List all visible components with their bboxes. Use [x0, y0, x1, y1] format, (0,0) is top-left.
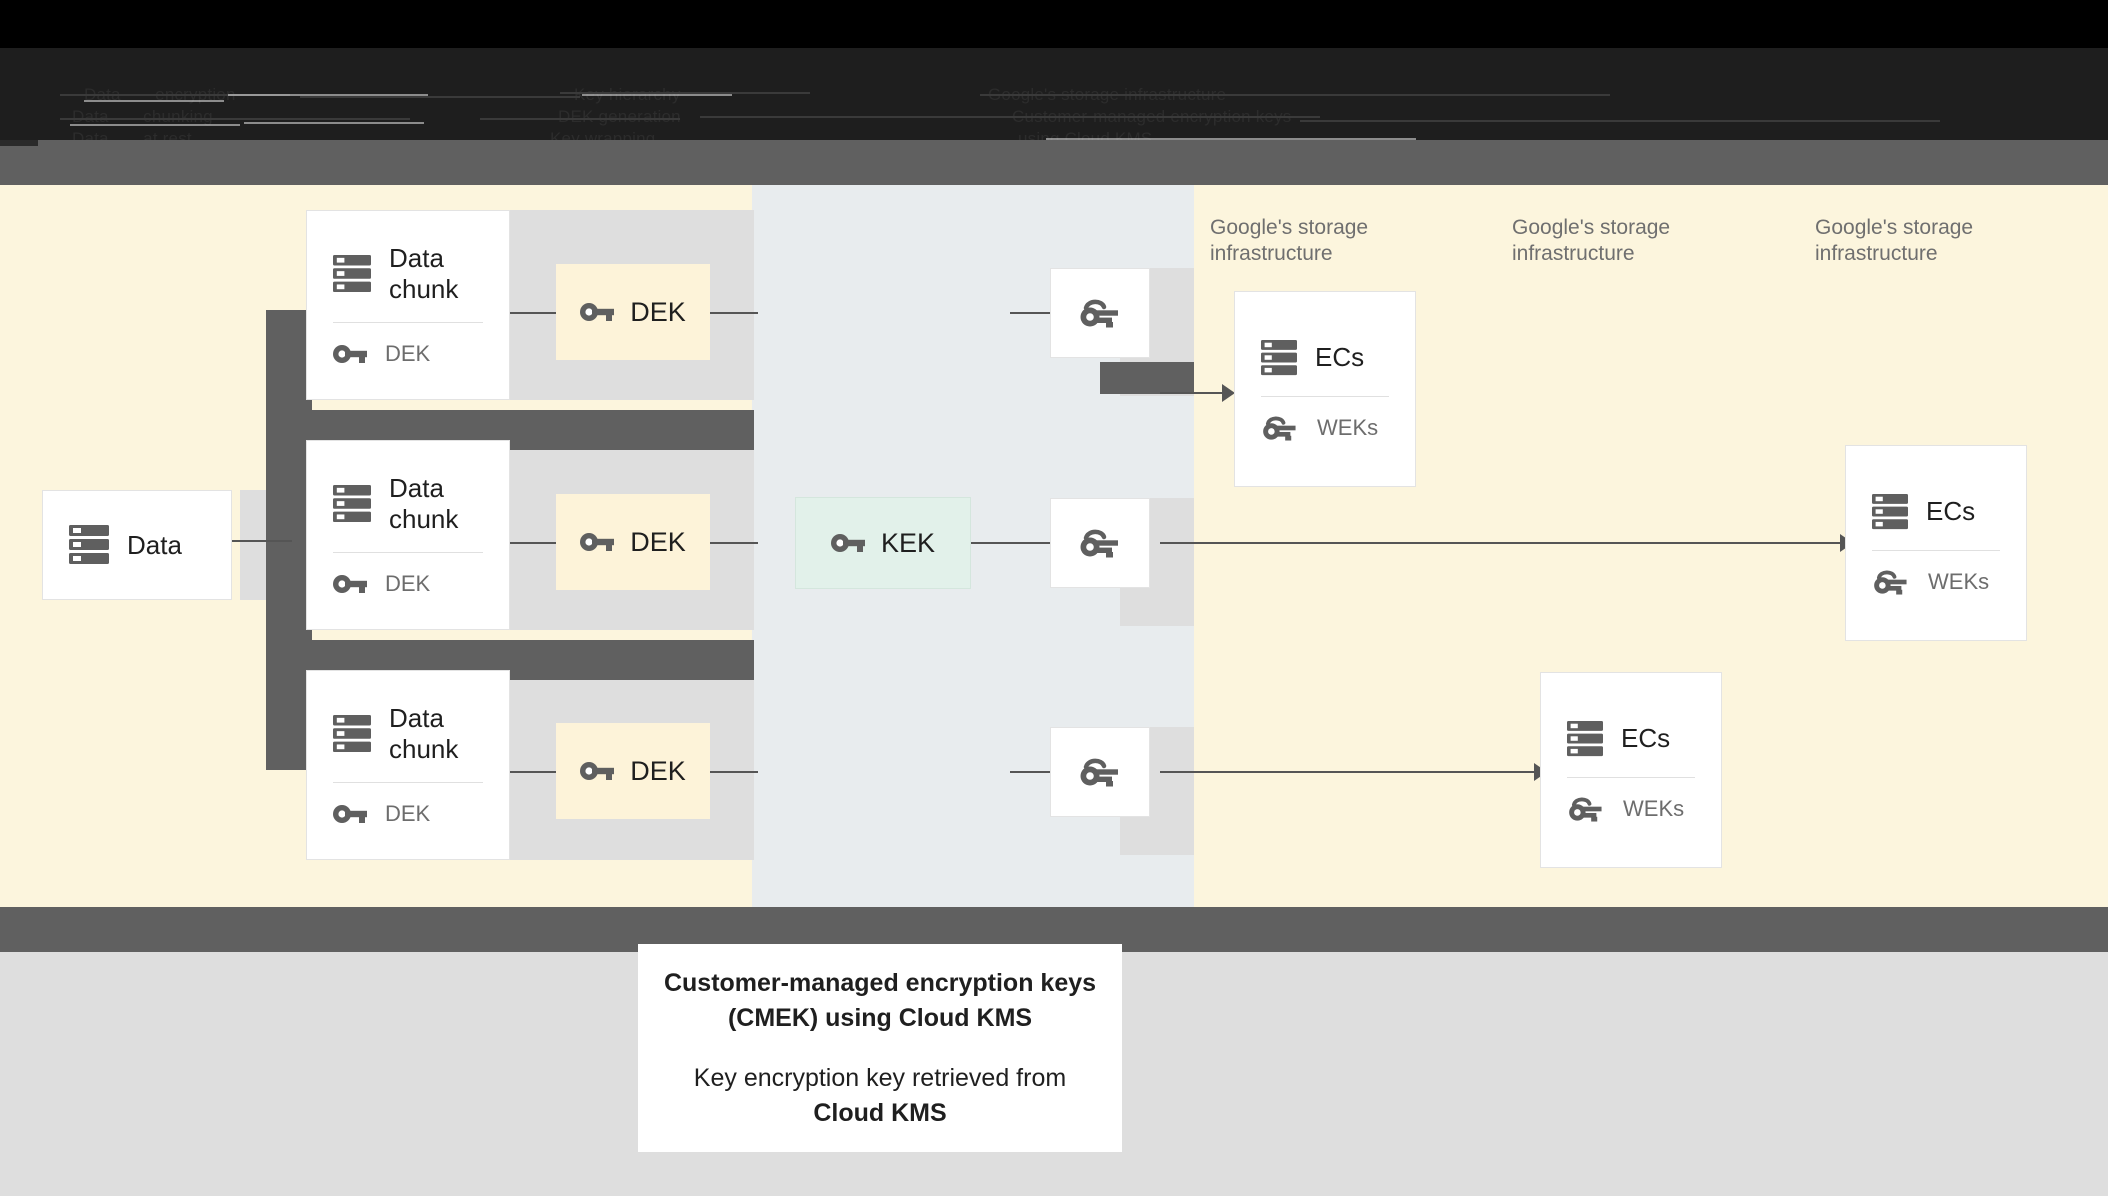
region-caption-1: Google's storage infrastructure — [1210, 216, 1369, 265]
line-into-wek1 — [1010, 312, 1050, 314]
line-dek3-out — [710, 771, 758, 773]
chip-dek-1[interactable]: DEK — [556, 264, 710, 360]
chunk-2-row: Data chunk — [307, 473, 509, 534]
line-dek1-out — [710, 312, 758, 314]
line-chunk2-to-dek2 — [510, 542, 574, 544]
ecs-3-key-label: WEKs — [1928, 568, 1990, 594]
wrapped-key-icon — [1078, 298, 1122, 328]
chunk-2-divider — [333, 552, 483, 554]
line-data-to-spine — [228, 540, 292, 542]
chip-dek-3[interactable]: DEK — [556, 723, 710, 819]
chunk-3-divider — [333, 782, 483, 784]
card-data-chunk-1[interactable]: Data chunk DEK — [306, 210, 510, 400]
arrow-line-2 — [1160, 542, 1844, 544]
keycard-wek-3[interactable] — [1050, 727, 1150, 817]
ecs-1-label: ECs — [1315, 342, 1365, 373]
ecs-3-divider — [1872, 549, 2000, 551]
caption-subtitle: Key encryption key retrieved from Cloud … — [694, 1061, 1066, 1130]
storage-icon — [333, 253, 371, 295]
key-icon — [830, 533, 865, 553]
chunk-3-key-row: DEK — [307, 801, 509, 827]
header-black-bar — [0, 0, 2108, 48]
ecs-3-row: ECs — [1846, 492, 2026, 532]
card-ecs-1[interactable]: ECs WEKs — [1234, 291, 1416, 487]
ecs-2-divider — [1567, 776, 1695, 778]
card-data-chunk-2[interactable]: Data chunk DEK — [306, 440, 510, 630]
header-obscured-text-area: Data encryption Data chunking Data at re… — [0, 48, 2108, 148]
chip-kek[interactable]: KEK — [795, 497, 971, 589]
key-icon — [333, 804, 367, 824]
chip-dek-3-label: DEK — [630, 755, 686, 786]
storage-icon — [333, 483, 371, 525]
line-dek2-out — [710, 542, 758, 544]
caption-title: Customer-managed encryption keys (CMEK) … — [663, 969, 1097, 1032]
ecs-1-divider — [1261, 395, 1389, 397]
line-kek-to-wek2 — [968, 542, 1050, 544]
card-ecs-2[interactable]: ECs WEKs — [1540, 672, 1722, 868]
wrapped-key-icon — [1567, 796, 1605, 822]
chunk-1-label: Data chunk — [389, 242, 459, 304]
region-caption-2: Google's storage infrastructure — [1512, 216, 1671, 265]
wrapped-key-icon — [1872, 569, 1910, 595]
storage-icon — [1567, 719, 1603, 759]
chunk-1-divider — [333, 322, 483, 324]
line-chunk3-to-dek3 — [510, 771, 574, 773]
top-divider-band — [0, 140, 2108, 185]
arrow-head-1 — [1222, 384, 1235, 402]
key-icon — [333, 344, 367, 364]
storage-icon — [69, 523, 109, 567]
ecs-1-row: ECs — [1235, 338, 1415, 378]
ecs-3-key-row: WEKs — [1846, 569, 2026, 595]
key-icon — [580, 532, 615, 552]
dark-bar-wek-1 — [1100, 362, 1194, 394]
ecs-2-row: ECs — [1541, 719, 1721, 759]
chip-dek-1-label: DEK — [630, 296, 686, 327]
wrapped-key-icon — [1261, 415, 1299, 441]
header-text-mid-2: DEK generation — [558, 107, 681, 126]
card-data-chunk-3[interactable]: Data chunk DEK — [306, 670, 510, 860]
wrapped-key-icon — [1078, 528, 1122, 558]
chip-dek-2[interactable]: DEK — [556, 494, 710, 590]
storage-icon — [1872, 492, 1908, 532]
chunk-1-key-label: DEK — [385, 341, 431, 367]
chunk-2-label: Data chunk — [389, 472, 459, 534]
line-chunk1-to-dek1 — [510, 312, 574, 314]
storage-icon — [1261, 338, 1297, 378]
caption-subtitle-prefix: Key encryption key retrieved from — [693, 1064, 1067, 1092]
chunk-3-key-label: DEK — [385, 801, 431, 827]
wrapped-key-icon — [1078, 757, 1122, 787]
storage-icon — [333, 713, 371, 755]
ecs-1-key-label: WEKs — [1317, 414, 1379, 440]
chunk-1-key-row: DEK — [307, 341, 509, 367]
ecs-2-key-row: WEKs — [1541, 796, 1721, 822]
chunk-3-row: Data chunk — [307, 703, 509, 764]
card-data[interactable]: Data — [42, 490, 232, 600]
chip-kek-label: KEK — [880, 527, 936, 558]
ecs-1-key-row: WEKs — [1235, 415, 1415, 441]
region-caption-3: Google's storage infrastructure — [1815, 216, 1974, 265]
keycard-wek-2[interactable] — [1050, 498, 1150, 588]
arrow-line-3 — [1160, 771, 1538, 773]
arrow-line-1 — [1160, 392, 1226, 394]
key-icon — [580, 302, 615, 322]
chunk-3-label: Data chunk — [389, 702, 459, 764]
chip-dek-2-label: DEK — [630, 526, 686, 557]
chunk-2-key-row: DEK — [307, 571, 509, 597]
keycard-wek-1[interactable] — [1050, 268, 1150, 358]
ecs-2-label: ECs — [1621, 723, 1671, 754]
card-data-row: Data — [43, 523, 231, 567]
chunk-2-key-label: DEK — [385, 571, 431, 597]
line-into-wek3 — [1010, 771, 1050, 773]
band-notch — [0, 140, 38, 146]
chunk-1-row: Data chunk — [307, 243, 509, 304]
ecs-3-label: ECs — [1926, 496, 1976, 527]
header-text-left-2: Data chunking — [72, 107, 213, 126]
key-icon — [580, 761, 615, 781]
ecs-2-key-label: WEKs — [1623, 795, 1685, 821]
card-ecs-3[interactable]: ECs WEKs — [1845, 445, 2027, 641]
card-data-label: Data — [127, 529, 182, 560]
caption-box: Customer-managed encryption keys (CMEK) … — [638, 944, 1122, 1152]
caption-subtitle-strong: Cloud KMS — [813, 1098, 947, 1127]
key-icon — [333, 574, 367, 594]
